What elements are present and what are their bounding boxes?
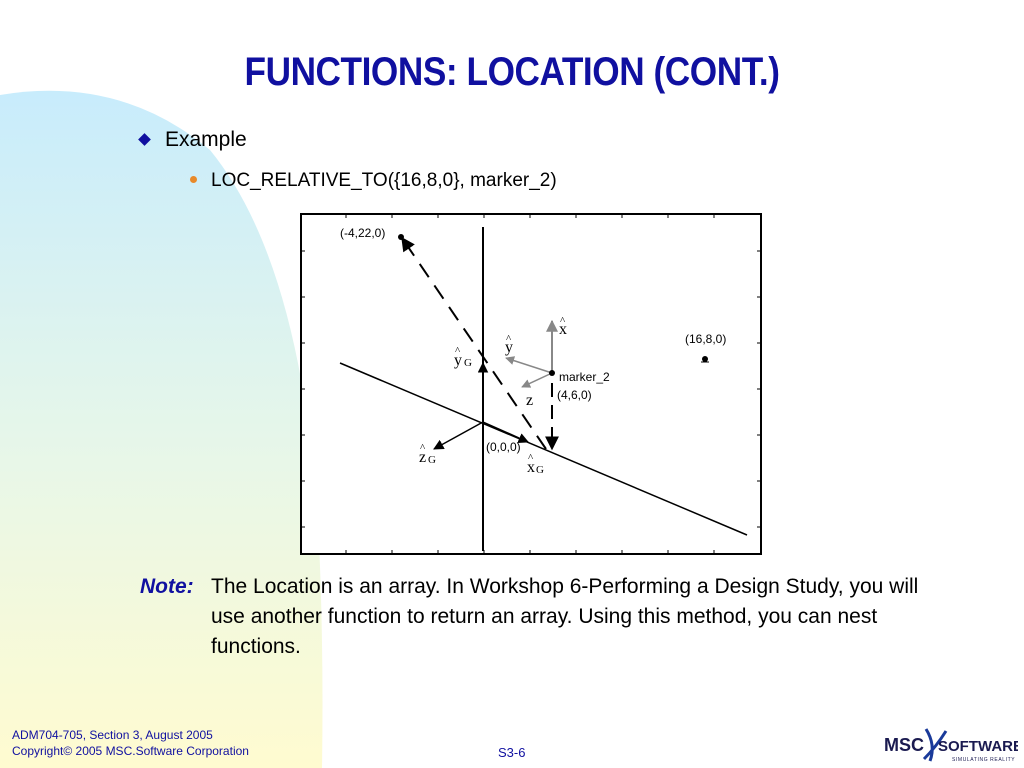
slide-title: FUNCTIONS: LOCATION (CONT.) [244, 50, 780, 94]
sub-global-y: G [464, 357, 472, 369]
label-origin: (0,0,0) [486, 440, 521, 454]
sub-global-x: G [536, 464, 544, 476]
bullet-level1-text: Example [165, 128, 247, 151]
point-marker-2 [549, 370, 555, 376]
hat-global-z: ^ [420, 442, 426, 454]
global-x-arrow [482, 421, 529, 443]
global-z-arrow [433, 421, 484, 450]
logo-tagline: SIMULATING REALITY [952, 757, 1015, 763]
label-marker-name: marker_2 [559, 370, 610, 384]
bullet-level2: LOC_RELATIVE_TO({16,8,0}, marker_2) [190, 170, 557, 192]
dot-bullet-icon [190, 176, 197, 183]
page-number: S3-6 [498, 745, 526, 760]
marker-z-arrow [521, 372, 553, 388]
bullet-level1: Example [138, 128, 247, 152]
logo-software-text: SOFTWARE [938, 738, 1018, 755]
label-global-y: y [454, 352, 462, 369]
point-neg4-22-0 [398, 234, 404, 240]
label-neg4-22-0: (-4,22,0) [340, 226, 385, 240]
label-marker-z: z [526, 392, 533, 409]
label-marker-x: x [559, 321, 567, 338]
logo-msc-text: MSC [884, 735, 924, 755]
hat-global-x: ^ [528, 452, 534, 464]
sub-global-z: G [428, 454, 436, 466]
location-diagram: (-4,22,0) (16,8,0) (0,0,0) marker_2 (4,6… [300, 213, 762, 555]
marker-y-arrow [505, 356, 553, 374]
footer-course: ADM704-705, Section 3, August 2005 [12, 728, 213, 742]
note-label: Note: [140, 575, 194, 598]
diagram-frame [300, 213, 762, 555]
label-global-x: x [527, 459, 535, 476]
point-16-8-0 [702, 356, 708, 362]
logo-swoosh-icon [922, 728, 948, 762]
label-global-z: z [419, 449, 426, 466]
label-16-8-0: (16,8,0) [685, 332, 726, 346]
label-marker-pos: (4,6,0) [557, 388, 592, 402]
footer-copyright: Copyright© 2005 MSC.Software Corporation [12, 744, 249, 758]
note-text: The Location is an array. In Workshop 6-… [211, 575, 919, 658]
hat-global-y: ^ [455, 345, 461, 357]
msc-software-logo: MSC SOFTWARE SIMULATING REALITY [884, 728, 1018, 763]
hat-marker-x: ^ [560, 315, 566, 327]
dashed-vector [401, 236, 547, 450]
label-marker-y: y [505, 339, 513, 356]
hat-marker-y: ^ [506, 333, 512, 345]
footer-left: ADM704-705, Section 3, August 2005 Copyr… [12, 727, 249, 759]
bullet-level2-text: LOC_RELATIVE_TO({16,8,0}, marker_2) [211, 170, 557, 191]
diamond-bullet-icon [138, 133, 151, 146]
global-x-axis-line [339, 362, 748, 536]
